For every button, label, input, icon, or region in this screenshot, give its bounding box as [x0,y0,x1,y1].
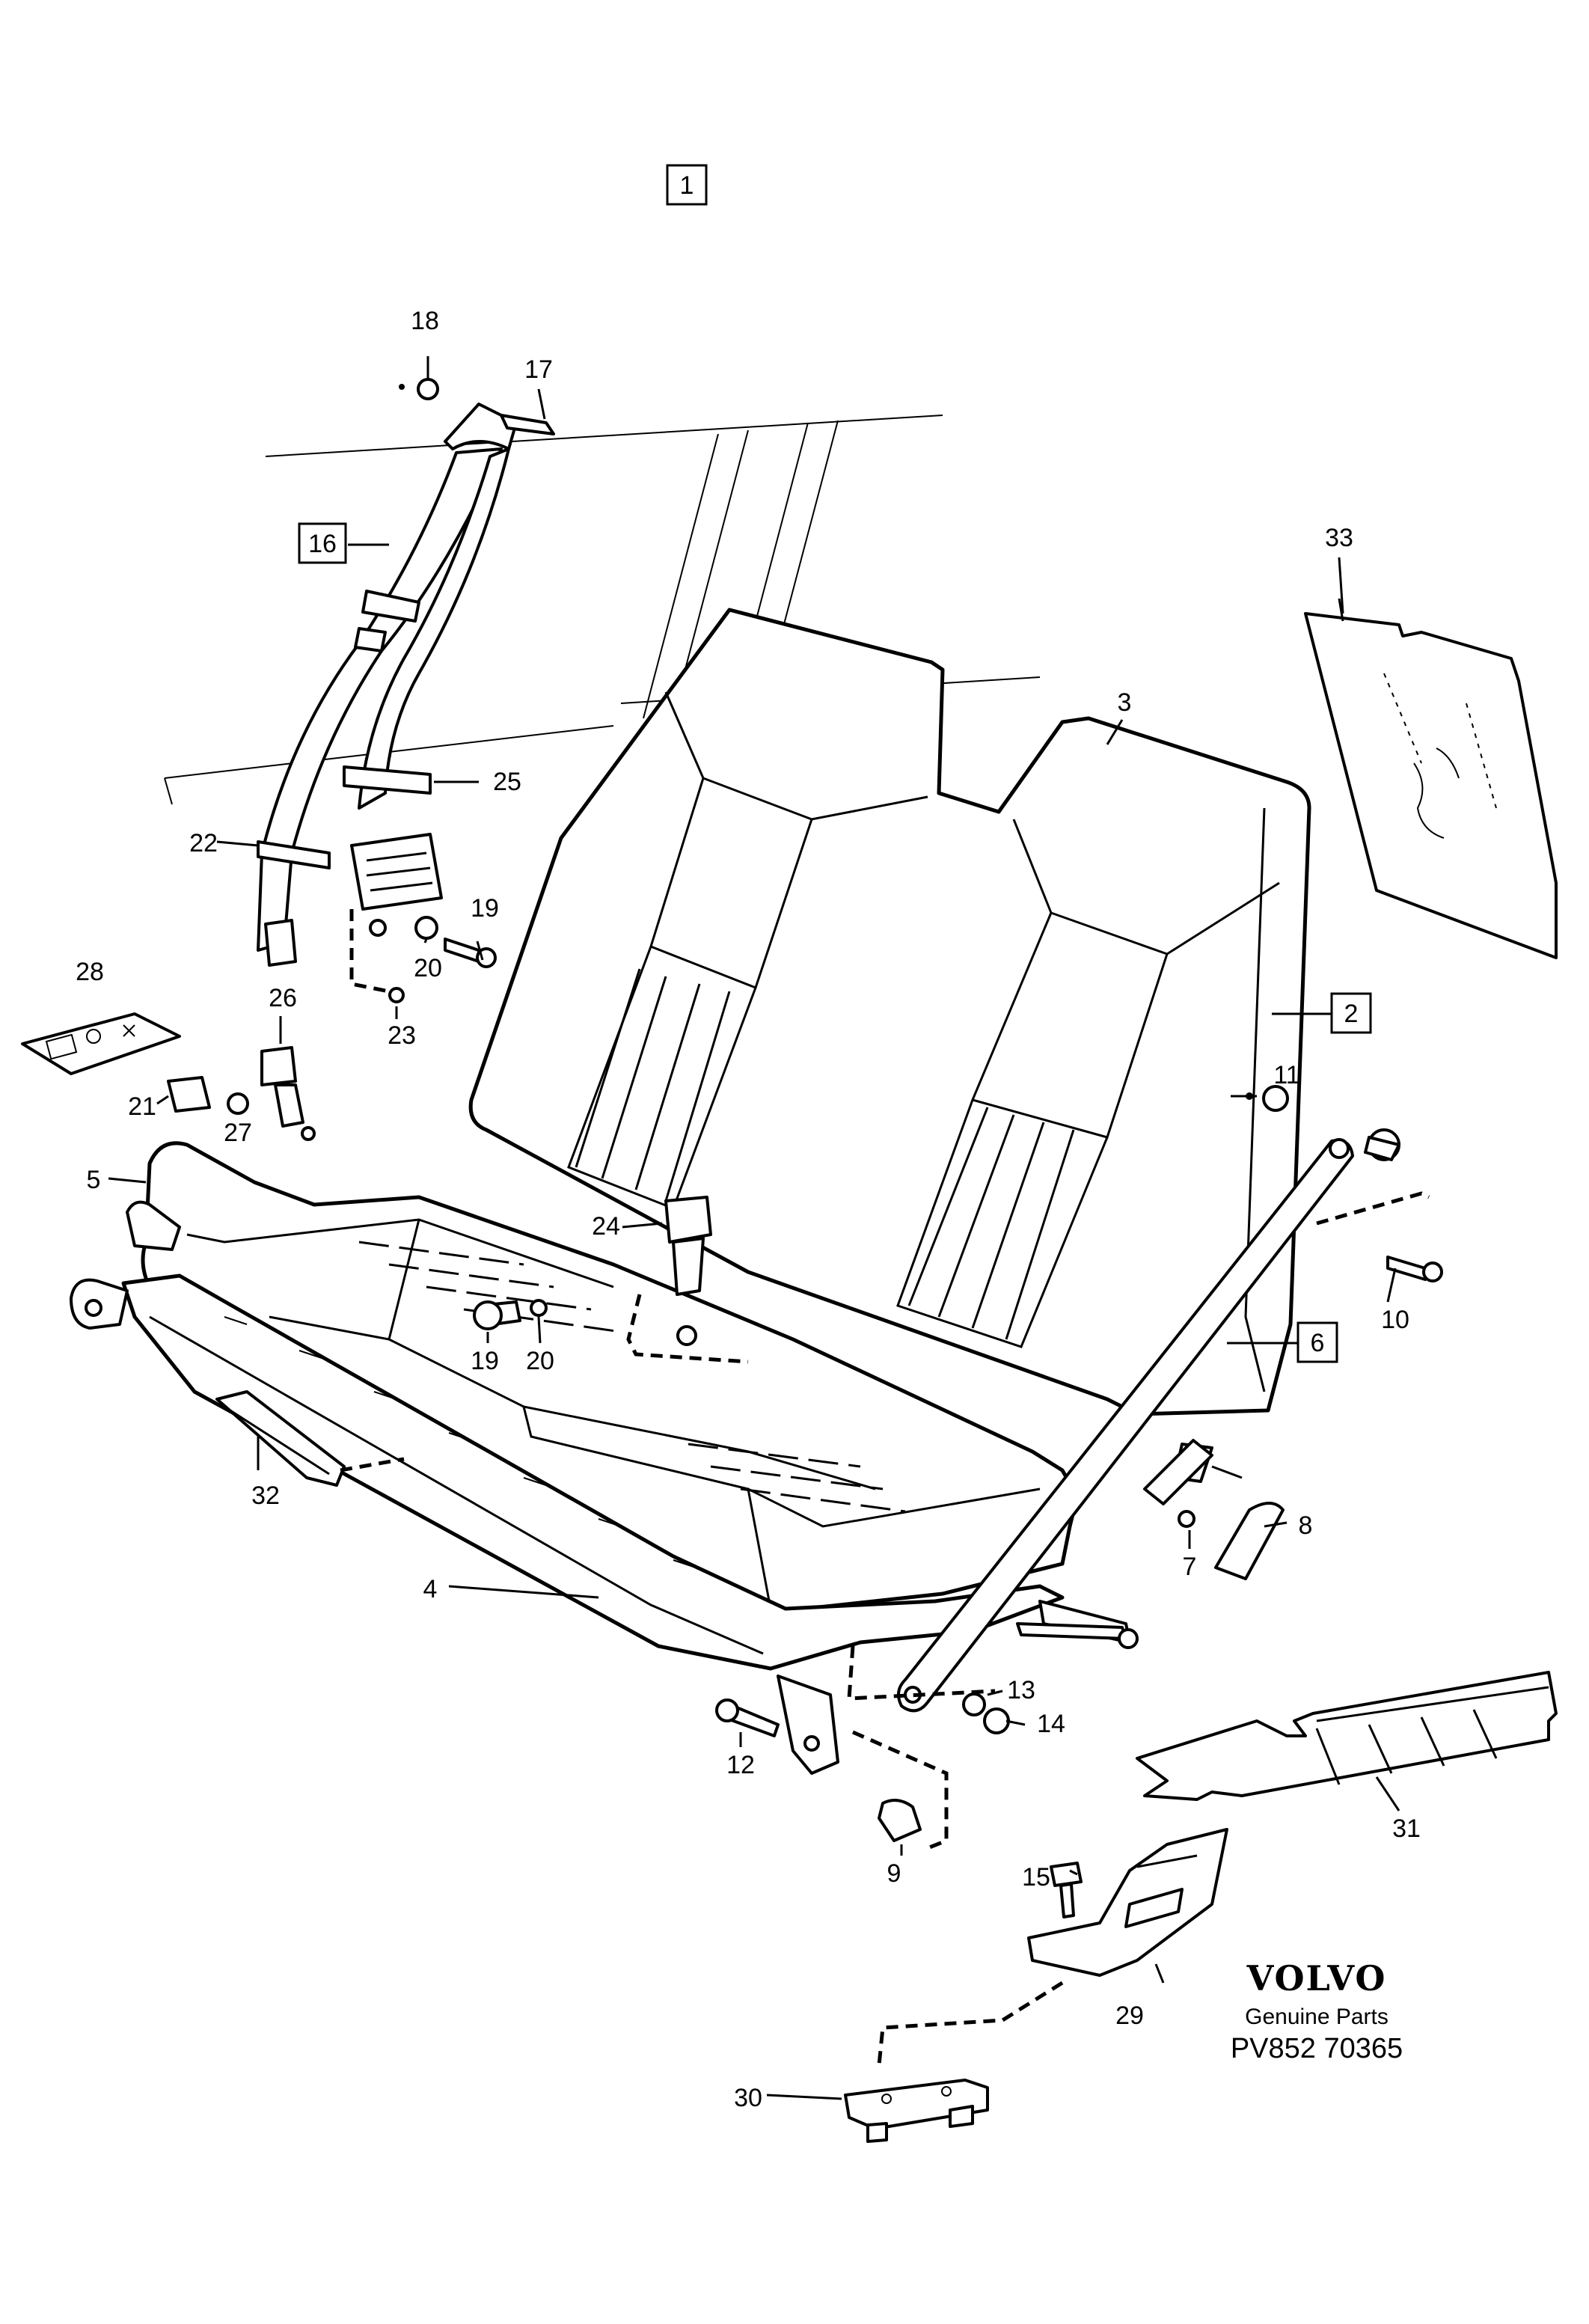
callout-13: 13 [1007,1676,1035,1704]
callout-22: 22 [189,829,218,857]
leader-lines [108,356,1400,2100]
callout-8: 8 [1299,1511,1313,1540]
side-panel [1304,612,1558,959]
callout-24: 24 [592,1212,620,1241]
callout-28: 28 [76,958,104,986]
callout-19-lower: 19 [471,1347,499,1375]
callout-16-box [298,522,347,564]
callout-labels: 1 2 3 4 5 6 7 8 9 10 11 12 13 14 15 16 1… [76,164,1421,2112]
callout-10: 10 [1381,1306,1409,1334]
callout-17: 17 [524,355,553,384]
callout-6-box [1296,1321,1338,1363]
trim-strip [215,1390,405,1487]
callout-9: 9 [887,1859,901,1888]
callout-27: 27 [224,1119,252,1147]
callout-14: 14 [1037,1710,1065,1738]
callout-26: 26 [269,984,297,1012]
callout-19-upper: 19 [471,894,499,923]
car-interior-outline [164,415,1041,805]
small-parts-left [21,1012,316,1141]
callout-20-upper: 20 [414,954,442,982]
callout-16: 16 [308,530,337,558]
callout-29: 29 [1115,2002,1144,2030]
bracket-parts [844,1671,1558,2143]
callout-5: 5 [87,1166,101,1194]
callout-15: 15 [1022,1863,1050,1892]
callout-30: 30 [734,2084,762,2112]
seat-belt-upper-assembly [257,378,555,1003]
callout-20-lower: 20 [526,1347,554,1375]
callout-12: 12 [726,1751,755,1779]
callout-7: 7 [1183,1553,1197,1581]
callout-3: 3 [1118,688,1132,717]
volvo-logo: VOLVO [1246,1958,1387,1999]
callout-23: 23 [388,1021,416,1050]
callout-11: 11 [1273,1061,1299,1089]
callout-25: 25 [493,768,521,796]
callout-2: 2 [1344,1000,1359,1028]
part-number: PV852 70365 [1231,2033,1403,2064]
callout-6: 6 [1311,1329,1325,1357]
callout-1-box [666,164,708,206]
callout-33: 33 [1325,524,1353,552]
center-buckle-assembly [473,1196,749,1364]
lower-fasteners [715,1698,949,1850]
callout-21: 21 [128,1092,156,1121]
callout-31: 31 [1392,1814,1421,1843]
genuine-parts-label: Genuine Parts [1245,2005,1389,2029]
callout-4: 4 [423,1575,438,1603]
callout-32: 32 [251,1481,280,1510]
callout-18: 18 [411,307,439,335]
brand-block: VOLVO Genuine Parts PV852 70365 [1231,1958,1403,2064]
callout-2-box [1330,992,1372,1034]
support-strut-assembly [847,1085,1443,1734]
callout-1: 1 [680,171,694,200]
